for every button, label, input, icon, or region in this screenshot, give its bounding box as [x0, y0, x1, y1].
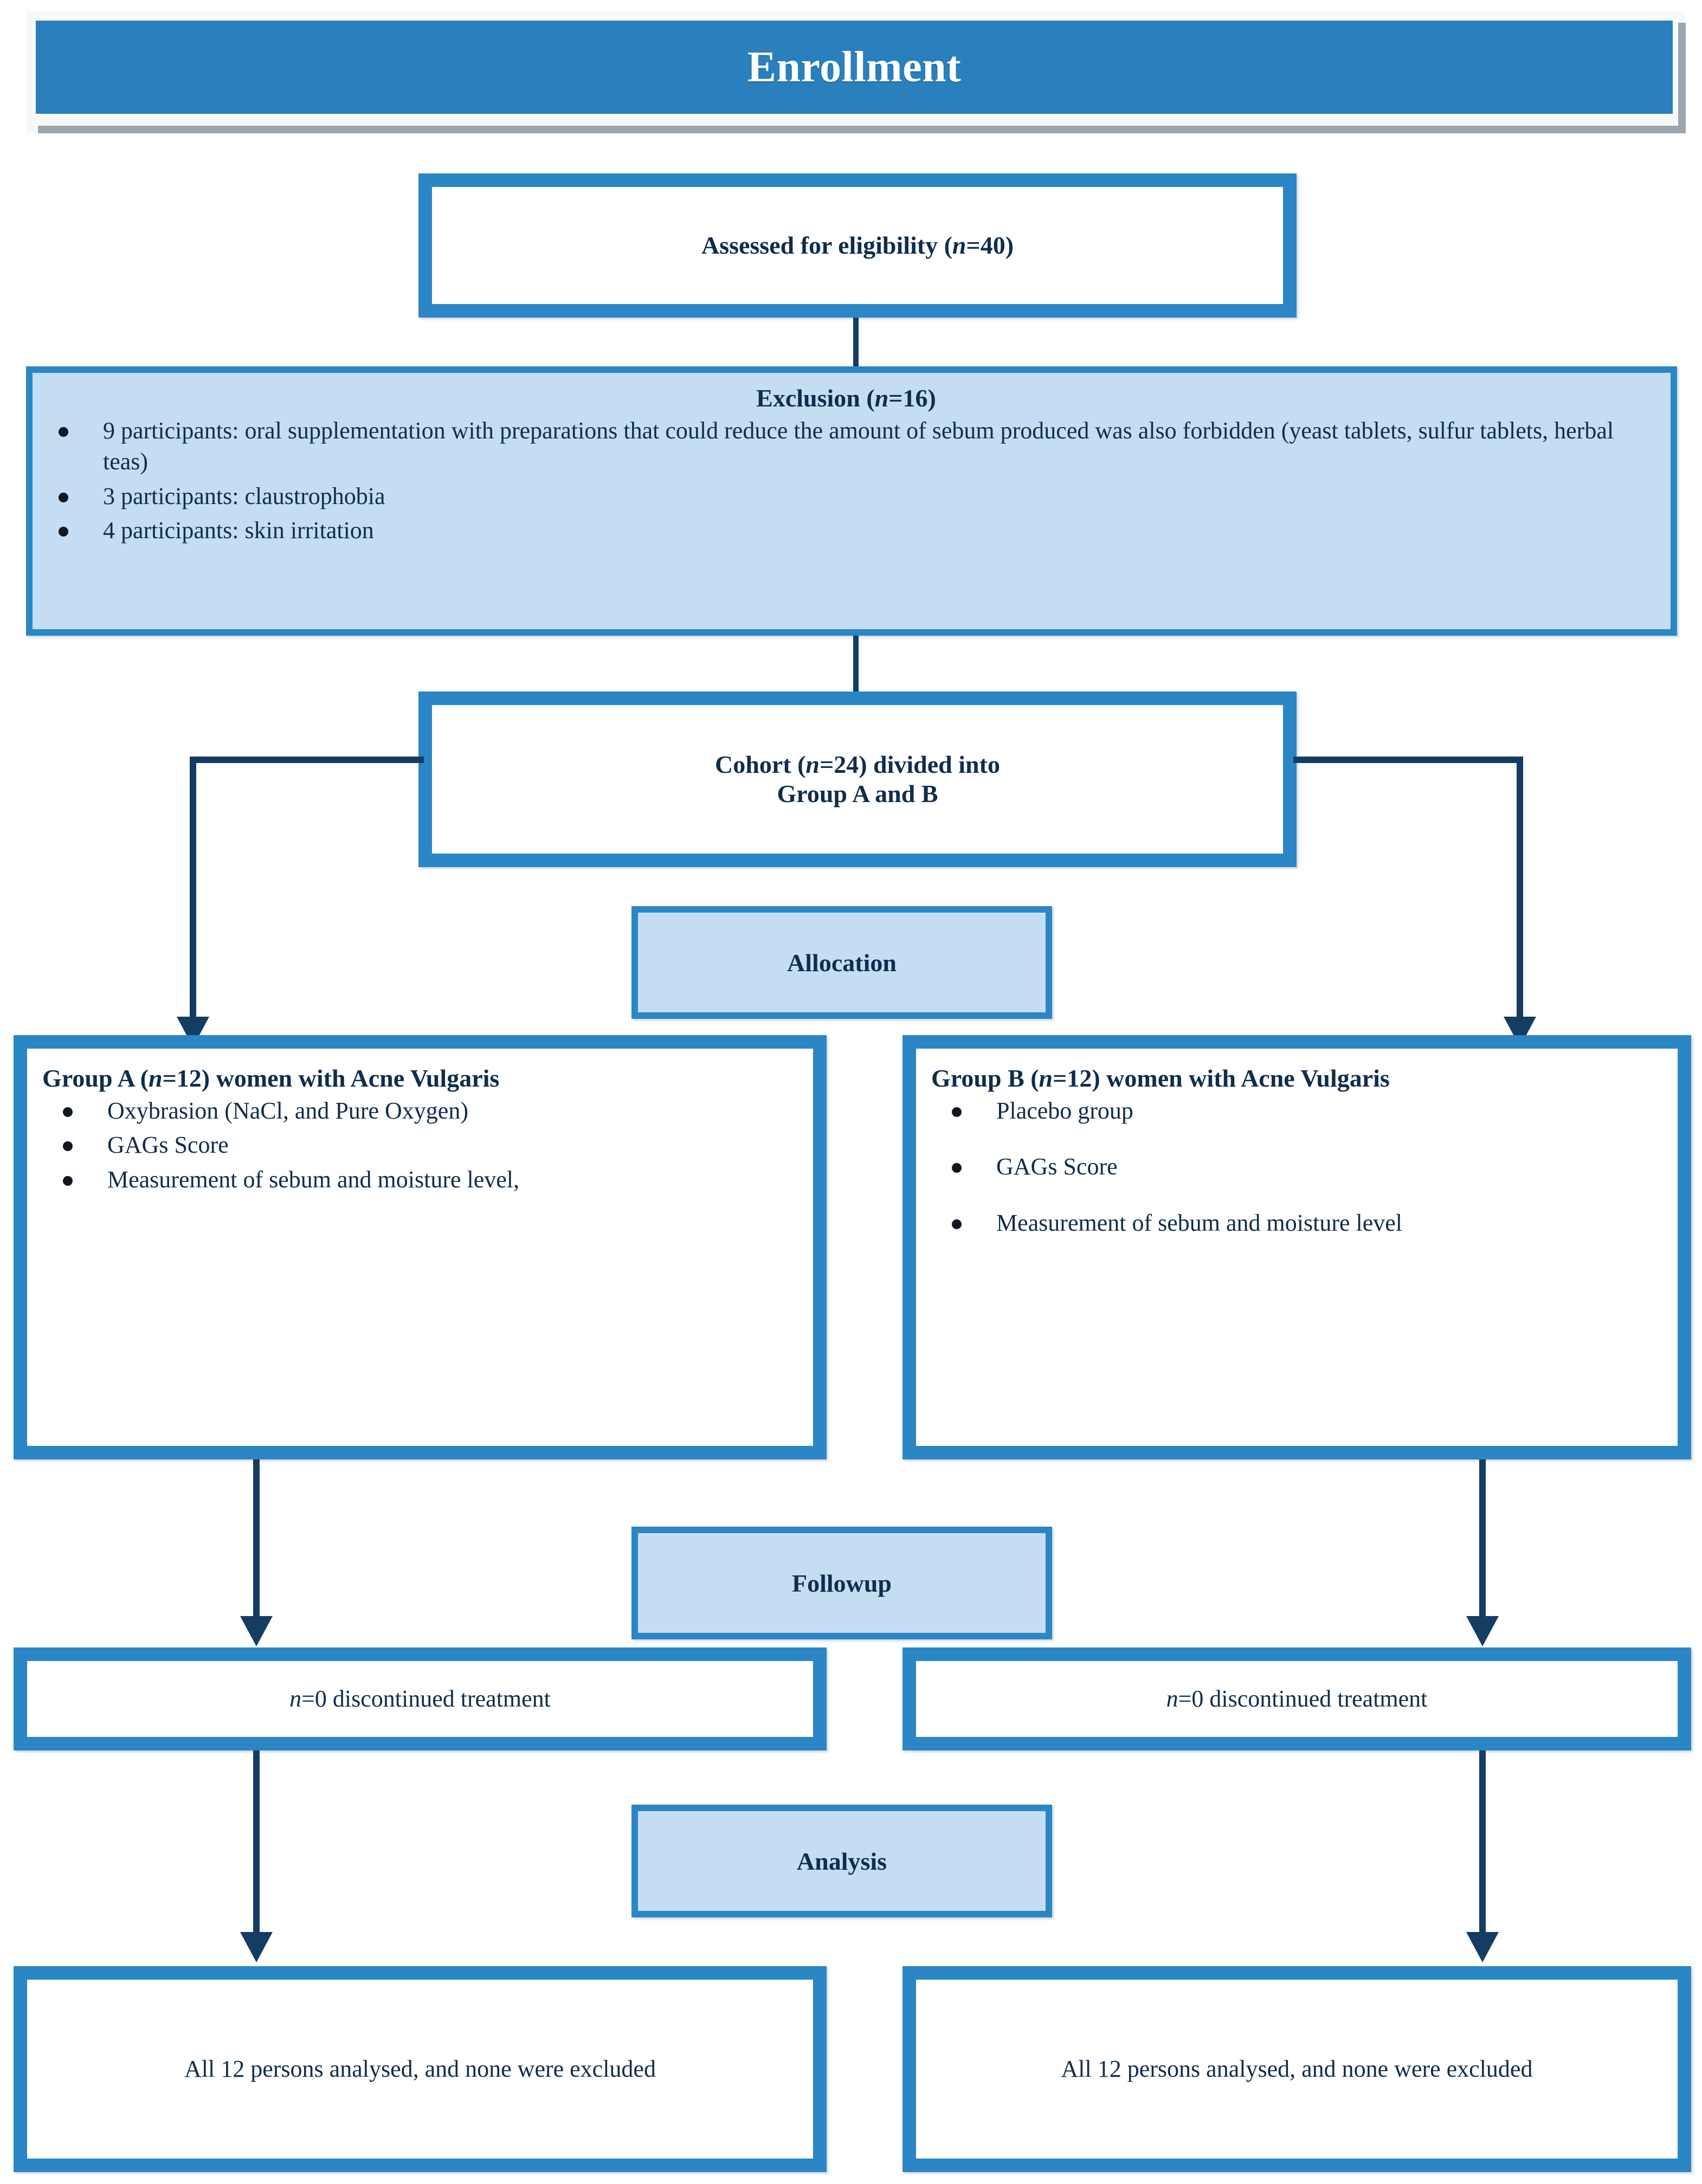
- enrollment-banner: Enrollment: [36, 21, 1673, 114]
- list-item: GAGs Score: [931, 1151, 1665, 1182]
- connector-cohort-left-horizontal: [190, 757, 424, 763]
- banner-shadow-bottom: [38, 126, 1686, 133]
- cohort-line-1: Cohort (n=24) divided into: [715, 750, 1000, 778]
- node-analysed-right: All 12 persons analysed, and none were e…: [902, 1966, 1691, 2172]
- node-exclusion: Exclusion (n=16) 9 participants: oral su…: [26, 366, 1677, 636]
- discontinued-right-text: n=0 discontinued treatment: [1166, 1685, 1428, 1713]
- node-discontinued-right: n=0 discontinued treatment: [902, 1647, 1691, 1750]
- exclusion-bullet-list: 9 participants: oral supplementation wit…: [38, 415, 1654, 549]
- connector-cohort-right-vertical: [1517, 757, 1523, 1024]
- list-item: Measurement of sebum and moisture level: [931, 1207, 1665, 1238]
- node-group-a: Group A (n=12) women with Acne Vulgaris …: [14, 1035, 827, 1459]
- arrow-to-discontinued-left: [240, 1616, 273, 1646]
- arrow-to-discontinued-right: [1466, 1616, 1499, 1646]
- connector-cohort-left-vertical: [190, 757, 196, 1024]
- list-item: 3 participants: claustrophobia: [38, 481, 1654, 512]
- connector-group-a-to-discontinued: [253, 1459, 260, 1619]
- connector-assessed-to-exclusion: [853, 318, 859, 367]
- stage-label-followup: Followup: [631, 1527, 1052, 1639]
- banner-shadow-right: [1678, 23, 1686, 131]
- node-assessed-for-eligibility: Assessed for eligibility (n=40): [418, 173, 1297, 318]
- group-a-heading: Group A (n=12) women with Acne Vulgaris: [42, 1064, 500, 1092]
- list-item: Measurement of sebum and moisture level,: [42, 1164, 800, 1195]
- assessed-text: Assessed for eligibility (n=40): [701, 231, 1014, 259]
- stage-label-analysis: Analysis: [631, 1805, 1052, 1917]
- node-cohort: Cohort (n=24) divided into Group A and B: [418, 692, 1297, 867]
- connector-cohort-right-horizontal: [1293, 757, 1523, 763]
- list-item: Oxybrasion (NaCl, and Pure Oxygen): [42, 1095, 800, 1126]
- group-b-heading: Group B (n=12) women with Acne Vulgaris: [931, 1064, 1390, 1092]
- node-discontinued-left: n=0 discontinued treatment: [14, 1647, 827, 1750]
- analysed-right-text: All 12 persons analysed, and none were e…: [1061, 2056, 1533, 2083]
- connector-exclusion-to-cohort: [853, 636, 859, 693]
- enrollment-title: Enrollment: [747, 43, 962, 91]
- connector-discontinued-right-to-analysed: [1479, 1750, 1486, 1935]
- group-b-bullet-list: Placebo group GAGs Score Measurement of …: [931, 1095, 1665, 1263]
- allocation-label: Allocation: [787, 948, 897, 977]
- connector-group-b-to-discontinued: [1479, 1459, 1486, 1619]
- arrow-to-analysed-right: [1466, 1932, 1499, 1962]
- node-group-b: Group B (n=12) women with Acne Vulgaris …: [902, 1035, 1691, 1459]
- stage-label-allocation: Allocation: [631, 906, 1052, 1019]
- node-analysed-left: All 12 persons analysed, and none were e…: [14, 1966, 827, 2172]
- list-item: Placebo group: [931, 1095, 1665, 1126]
- exclusion-heading: Exclusion (n=16): [756, 384, 936, 412]
- group-a-bullet-list: Oxybrasion (NaCl, and Pure Oxygen) GAGs …: [42, 1095, 800, 1198]
- discontinued-left-text: n=0 discontinued treatment: [289, 1685, 551, 1713]
- cohort-line-2: Group A and B: [777, 780, 938, 807]
- analysis-label: Analysis: [796, 1847, 887, 1875]
- arrow-to-analysed-left: [240, 1932, 273, 1962]
- followup-label: Followup: [791, 1569, 892, 1597]
- list-item: 4 participants: skin irritation: [38, 515, 1654, 546]
- connector-discontinued-left-to-analysed: [253, 1750, 260, 1935]
- list-item: GAGs Score: [42, 1129, 800, 1160]
- list-item: 9 participants: oral supplementation wit…: [38, 415, 1654, 477]
- analysed-left-text: All 12 persons analysed, and none were e…: [184, 2056, 656, 2083]
